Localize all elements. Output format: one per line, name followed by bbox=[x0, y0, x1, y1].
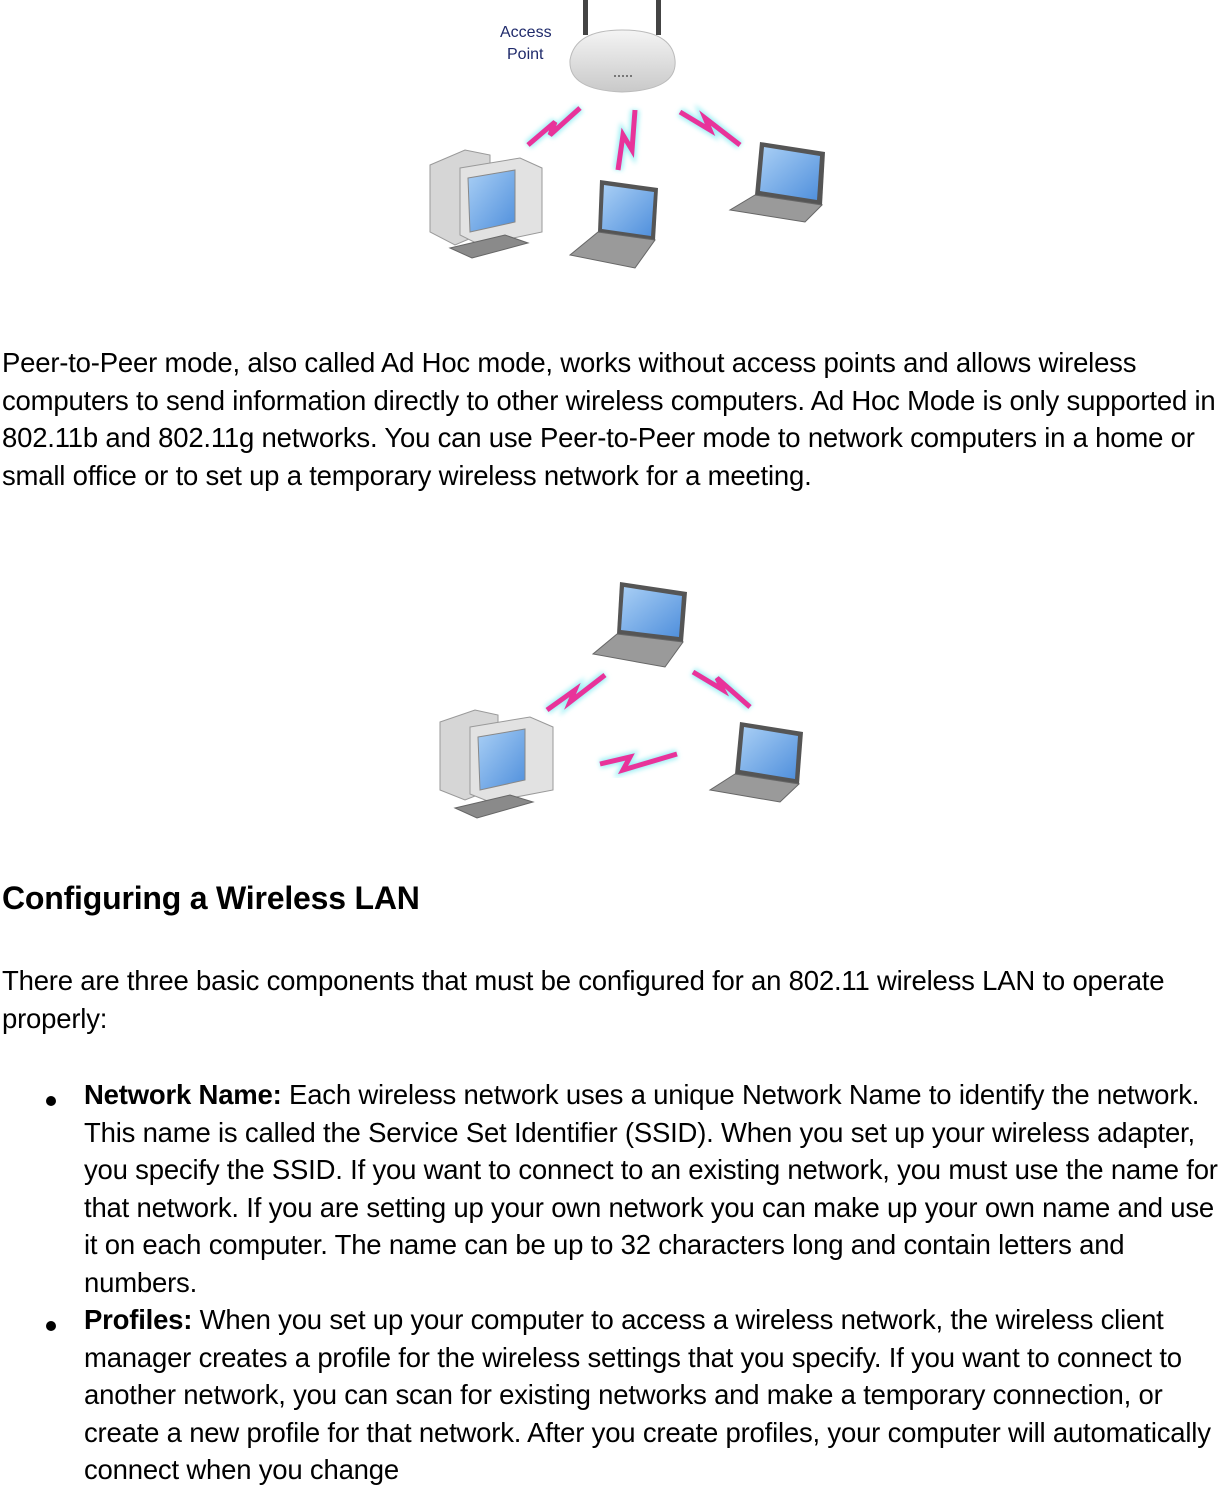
svg-text:Point: Point bbox=[507, 46, 544, 63]
wireless-signal-icon bbox=[544, 668, 753, 778]
wireless-signal-icon bbox=[525, 104, 743, 171]
list-item-text: Each wireless network uses a unique Netw… bbox=[84, 1079, 1218, 1298]
list-item: Network Name: Each wireless network uses… bbox=[0, 1076, 1232, 1301]
infrastructure-mode-diagram: Access Point bbox=[410, 0, 830, 275]
components-list: Network Name: Each wireless network uses… bbox=[0, 1076, 1232, 1489]
laptop-icon bbox=[568, 180, 658, 269]
peer-to-peer-paragraph: Peer-to-Peer mode, also called Ad Hoc mo… bbox=[2, 347, 1216, 491]
desktop-computer-icon bbox=[429, 149, 543, 259]
bullet-icon bbox=[46, 1096, 56, 1106]
laptop-icon bbox=[591, 582, 687, 668]
list-item-term: Profiles: bbox=[84, 1304, 193, 1335]
laptop-icon bbox=[728, 142, 825, 223]
list-item-text: When you set up your computer to access … bbox=[84, 1304, 1211, 1485]
laptop-icon bbox=[708, 722, 803, 803]
list-item-term: Network Name: bbox=[84, 1079, 282, 1110]
list-item: Profiles: When you set up your computer … bbox=[0, 1301, 1232, 1489]
intro-paragraph: There are three basic components that mu… bbox=[2, 965, 1165, 1034]
section-heading: Configuring a Wireless LAN bbox=[2, 880, 420, 916]
desktop-computer-icon bbox=[439, 709, 554, 819]
adhoc-mode-diagram bbox=[425, 572, 820, 830]
access-point-icon: Access Point bbox=[500, 0, 676, 93]
svg-text:Access: Access bbox=[500, 24, 552, 41]
bullet-icon bbox=[46, 1321, 56, 1331]
